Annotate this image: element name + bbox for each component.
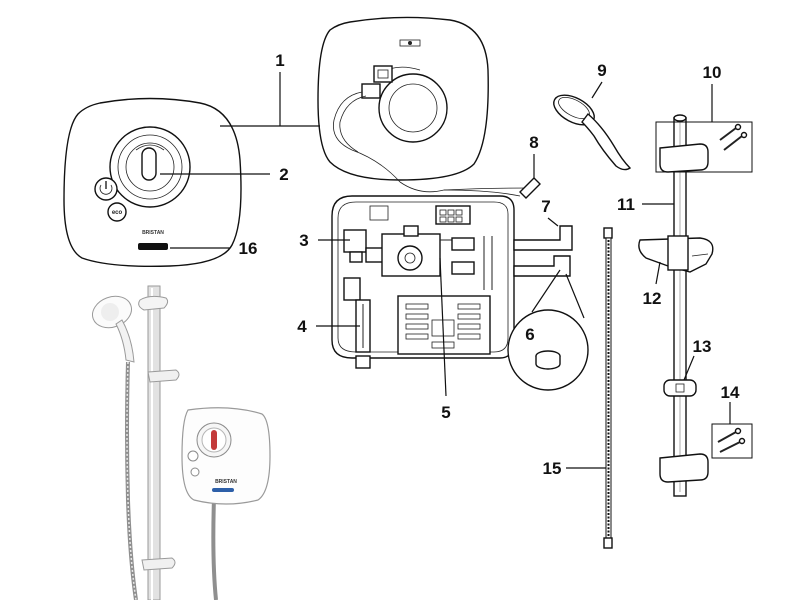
callout-3: 3 <box>299 231 308 250</box>
front-cover: eco BRISTAN <box>63 97 242 268</box>
wiring-loom <box>333 65 533 193</box>
handset-holder <box>638 235 714 273</box>
riser-rail <box>673 114 687 497</box>
photo-handset <box>92 295 135 363</box>
callout-7: 7 <box>541 197 550 216</box>
installed-product-photo: BRISTAN <box>92 285 271 600</box>
callout-2: 2 <box>279 165 288 184</box>
leader-line-13 <box>683 355 695 381</box>
power-button-icon <box>94 177 118 201</box>
callout-5: 5 <box>441 403 450 422</box>
temperature-control-knob <box>109 126 191 208</box>
front-cover-brand: BRISTAN <box>142 230 164 236</box>
callout-15: 15 <box>543 459 562 478</box>
top-wall-bracket <box>655 121 753 173</box>
shower-hose <box>603 227 613 549</box>
leader-line-7 <box>547 217 559 227</box>
bottom-fixing-screws <box>717 427 746 453</box>
callout-12: 12 <box>643 289 662 308</box>
inlet-filter-detail <box>507 269 589 391</box>
status-led-strip <box>138 243 168 250</box>
callout-8: 8 <box>529 133 538 152</box>
top-fixing-screws <box>719 123 748 151</box>
bottom-wall-bracket <box>659 423 753 483</box>
callout-16: 16 <box>239 239 258 258</box>
callout-11: 11 <box>617 195 635 214</box>
inlet-connector-elbows <box>513 225 573 277</box>
callout-10: 10 <box>703 63 722 82</box>
callout-numbers: 1 2 3 4 5 6 7 8 9 10 11 12 13 14 15 16 <box>239 51 740 478</box>
soap-dish-clamp <box>663 379 697 397</box>
eco-button-label: eco <box>112 210 123 216</box>
photo-unit-brand: BRISTAN <box>215 479 237 485</box>
backplate-chassis <box>331 195 515 369</box>
callout-1: 1 <box>275 51 284 70</box>
leader-line-5 <box>439 257 447 397</box>
pressure-relief-device <box>343 277 371 353</box>
photo-shower-unit: BRISTAN <box>181 407 271 505</box>
shower-handset <box>553 94 632 171</box>
flow-valve-assembly <box>381 225 466 277</box>
callout-6: 6 <box>525 325 534 344</box>
callout-13: 13 <box>693 337 712 356</box>
leader-line-12 <box>655 261 661 285</box>
leader-lines <box>160 72 731 469</box>
callout-4: 4 <box>297 317 307 336</box>
eco-button: eco <box>107 202 127 222</box>
callout-14: 14 <box>721 383 740 402</box>
temperature-sensor <box>443 177 541 199</box>
rear-cover <box>317 16 533 193</box>
photo-hose <box>125 361 218 600</box>
leader-line-9 <box>591 81 603 99</box>
callout-9: 9 <box>597 61 606 80</box>
